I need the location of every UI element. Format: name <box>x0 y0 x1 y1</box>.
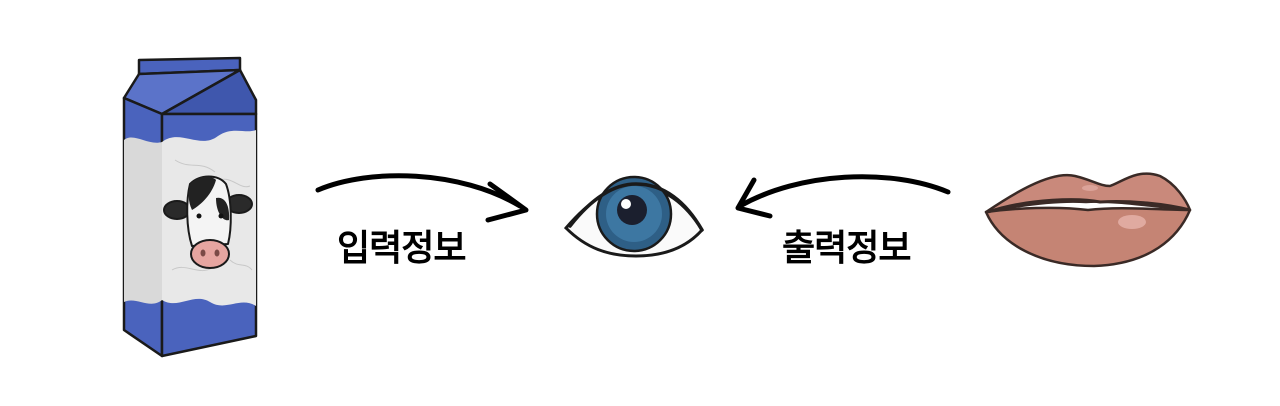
milk-carton-icon <box>122 56 258 358</box>
output-info-label: 출력정보 <box>782 228 911 269</box>
output-arrow <box>735 174 951 219</box>
lips-icon <box>984 172 1192 268</box>
cow-head <box>163 175 253 269</box>
eye-icon <box>563 175 704 258</box>
input-info-label: 입력정보 <box>337 228 466 269</box>
input-arrow <box>315 173 529 223</box>
